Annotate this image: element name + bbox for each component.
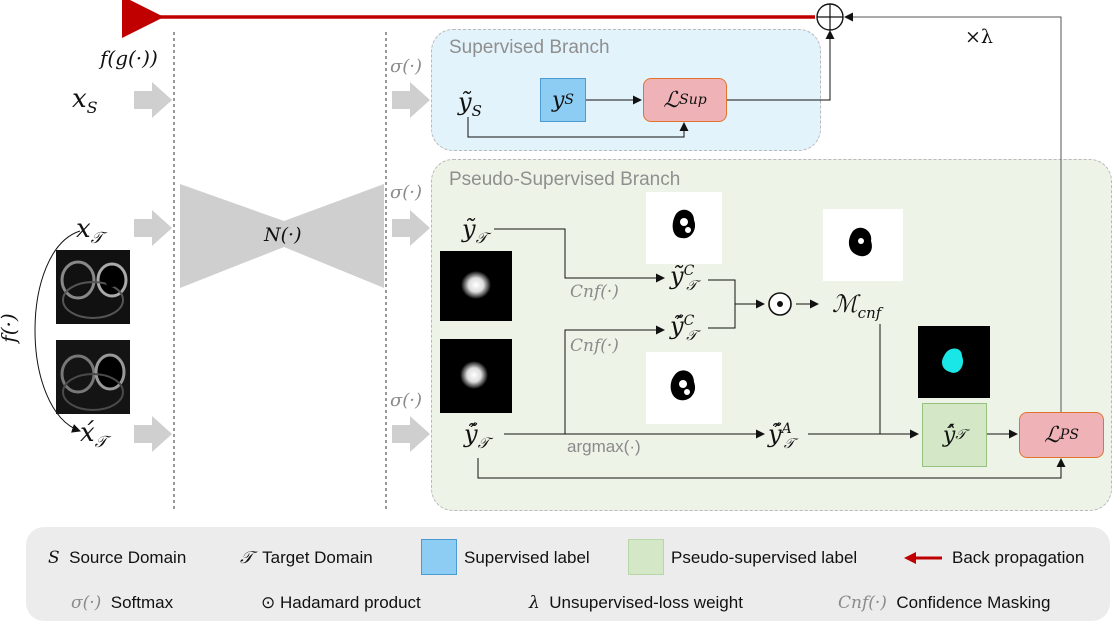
pred-target: ỹ𝒯 (462, 215, 488, 247)
supervised-branch (431, 29, 821, 151)
legend-backprop-arrow-icon (904, 552, 942, 564)
legend-confidence-masking: Cnf(·) Confidence Masking (838, 593, 1051, 613)
sigma-label-s: σ(·) (390, 56, 423, 77)
pseudo-label-thumb (918, 326, 990, 398)
softmax-arrow-t-aug (392, 416, 430, 452)
input-xt-aug: x́𝒯 (80, 418, 107, 452)
input-xs: xS (72, 84, 98, 118)
legend-lambda: λ Unsupervised-loss weight (529, 593, 743, 613)
mask-thumb-2 (646, 352, 722, 424)
supervised-branch-title: Supervised Branch (449, 37, 610, 58)
legend-backprop-text: Back propagation (952, 548, 1085, 567)
lambda-weight: ×λ (965, 26, 993, 48)
legend-supervised-label: Supervised label (464, 548, 590, 567)
pred-source: ỹS (458, 88, 482, 120)
sigma-label-t: σ(·) (390, 182, 423, 203)
conf-mask-target-aug: ỹ́C𝒯 (670, 312, 698, 344)
pseudo-supervised-branch (431, 159, 1112, 511)
legend-pseudo-label: Pseudo-supervised label (671, 548, 858, 567)
argmax-target: ỹ́A𝒯 (768, 420, 795, 452)
network-shape (180, 184, 384, 288)
legend-softmax: σ(·) Softmax (71, 593, 174, 613)
softmax-map-target (440, 251, 512, 321)
input-xt: x𝒯 (76, 214, 103, 248)
fg-label: f(g(·)) (100, 46, 158, 70)
f-side-label: f(·) (0, 313, 21, 343)
mri-image-target-augmented (56, 340, 130, 414)
m-cnf: ℳcnf (832, 290, 882, 322)
pred-target-aug: ỹ́𝒯 (464, 420, 490, 452)
legend-target-domain: 𝒯 Target Domain (240, 548, 373, 568)
input-arrow-xt-aug (134, 416, 172, 452)
sigma-label-t-aug: σ(·) (390, 390, 423, 411)
mask-thumb-1 (646, 192, 722, 264)
conf-mask-target: ỹC𝒯 (670, 262, 698, 294)
input-arrow-xt (134, 210, 172, 246)
cnf-label-1: Cnf(·) (570, 282, 619, 302)
softmax-arrow-t (392, 210, 430, 246)
legend-source-domain: S Source Domain (48, 548, 187, 568)
softmax-map-target-aug (440, 339, 512, 413)
mask-thumb-cnf (823, 209, 903, 281)
pseudo-branch-title: Pseudo-Supervised Branch (449, 169, 681, 190)
legend-supervised-swatch (421, 539, 457, 575)
legend-hadamard: ⊙ Hadamard product (261, 593, 421, 612)
augmentation-curve (34, 230, 81, 433)
argmax-label: argmax(·) (567, 437, 641, 456)
legend: S Source Domain 𝒯 Target Domain Supervis… (26, 527, 1110, 621)
network-label: N(·) (264, 224, 302, 246)
softmax-arrow-s (392, 82, 430, 118)
legend-pseudo-swatch (628, 539, 664, 575)
pseudo-label-box: ŷ́𝒯 (922, 403, 987, 467)
input-arrow-xs (134, 82, 172, 118)
cnf-label-2: Cnf(·) (570, 336, 619, 356)
mri-image-target (56, 250, 130, 324)
